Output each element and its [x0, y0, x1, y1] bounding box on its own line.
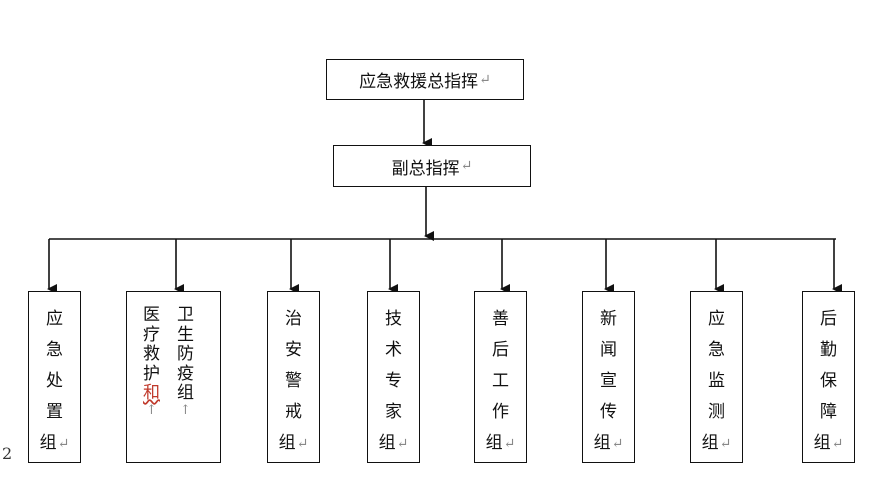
group-char: 警: [285, 371, 302, 391]
group-char-last: 组↵: [39, 433, 70, 453]
group-char: 家: [385, 402, 402, 422]
group-news: 新 闻 宣 传 组↵: [582, 291, 635, 463]
medical-char: 救: [143, 344, 160, 364]
return-mark: ↵: [611, 436, 624, 452]
deputy-box: 副总指挥↵: [333, 145, 531, 187]
return-mark: ↵: [479, 71, 491, 88]
return-mark: ↵: [57, 436, 70, 452]
column-mark: ↑: [180, 402, 191, 418]
medical-char: 防: [177, 344, 194, 364]
return-mark: ↵: [396, 436, 409, 452]
group-char-last: 组↵: [378, 433, 409, 453]
group-char: 后: [492, 340, 509, 360]
group-experts: 技 术 专 家 组↵: [367, 291, 420, 463]
group-char: 测: [708, 402, 725, 422]
group-char: 善: [492, 309, 509, 329]
group-monitoring: 应 急 监 测 组↵: [690, 291, 743, 463]
group-security: 治 安 警 戒 组↵: [267, 291, 320, 463]
medical-char: 生: [177, 324, 194, 345]
medical-char: 医: [143, 305, 160, 325]
group-logistics: 后 勤 保 障 组↵: [802, 291, 855, 463]
group-char: 后: [820, 309, 837, 329]
group-char: 闻: [600, 340, 617, 360]
group-char: 置: [46, 402, 63, 422]
group-emergency-disposal: 应 急 处 置 组↵: [28, 291, 81, 463]
medical-char: 疫: [177, 363, 194, 384]
column-mark: ↑: [146, 402, 157, 418]
group-aftermath: 善 后 工 作 组↵: [474, 291, 527, 463]
medical-char: 组: [177, 383, 194, 403]
group-char: 传: [600, 402, 617, 422]
group-char: 处: [46, 371, 63, 391]
group-char: 保: [820, 371, 837, 391]
group-medical-epidemic: 医 疗 救 护 和 ↑ 卫 生 防 疫 组 ↑: [126, 291, 221, 463]
group-char: 急: [708, 340, 725, 360]
return-mark: ↵: [719, 436, 732, 452]
deputy-label: 副总指挥: [391, 158, 460, 179]
group-char: 障: [820, 402, 837, 422]
group-char: 专: [385, 371, 402, 391]
stray-character: 2: [2, 444, 13, 463]
commander-label: 应急救援总指挥: [359, 72, 479, 92]
group-char: 安: [285, 340, 302, 360]
group-char-last: 组↵: [813, 433, 844, 453]
group-char: 急: [46, 340, 63, 360]
group-char-last: 组↵: [701, 433, 732, 453]
return-mark: ↵: [503, 436, 516, 452]
return-mark: ↵: [296, 436, 309, 452]
group-char-last: 组↵: [485, 433, 516, 453]
group-char-last: 组↵: [593, 433, 624, 453]
group-char: 作: [492, 402, 509, 422]
return-mark: ↵: [460, 158, 473, 174]
medical-char-flagged: 和: [143, 383, 160, 403]
group-char: 技: [385, 309, 402, 329]
medical-col-right: 卫 生 防 疫 组 ↑: [177, 305, 194, 418]
return-mark: ↵: [831, 436, 844, 452]
medical-char: 护: [143, 363, 160, 384]
medical-char: 卫: [177, 305, 194, 325]
medical-char: 疗: [143, 324, 160, 345]
group-char: 宣: [600, 371, 617, 391]
group-char-last: 组↵: [278, 433, 309, 453]
group-char: 工: [492, 371, 509, 391]
commander-box: 应急救援总指挥↵: [326, 59, 524, 100]
group-char: 监: [708, 371, 725, 391]
group-char: 应: [708, 309, 725, 329]
group-char: 术: [385, 340, 402, 360]
group-char: 应: [46, 309, 63, 329]
group-char: 新: [600, 309, 617, 329]
group-char: 戒: [285, 402, 302, 422]
group-char: 勤: [820, 340, 837, 360]
medical-col-left: 医 疗 救 护 和 ↑: [143, 305, 160, 418]
group-char: 治: [285, 309, 302, 329]
